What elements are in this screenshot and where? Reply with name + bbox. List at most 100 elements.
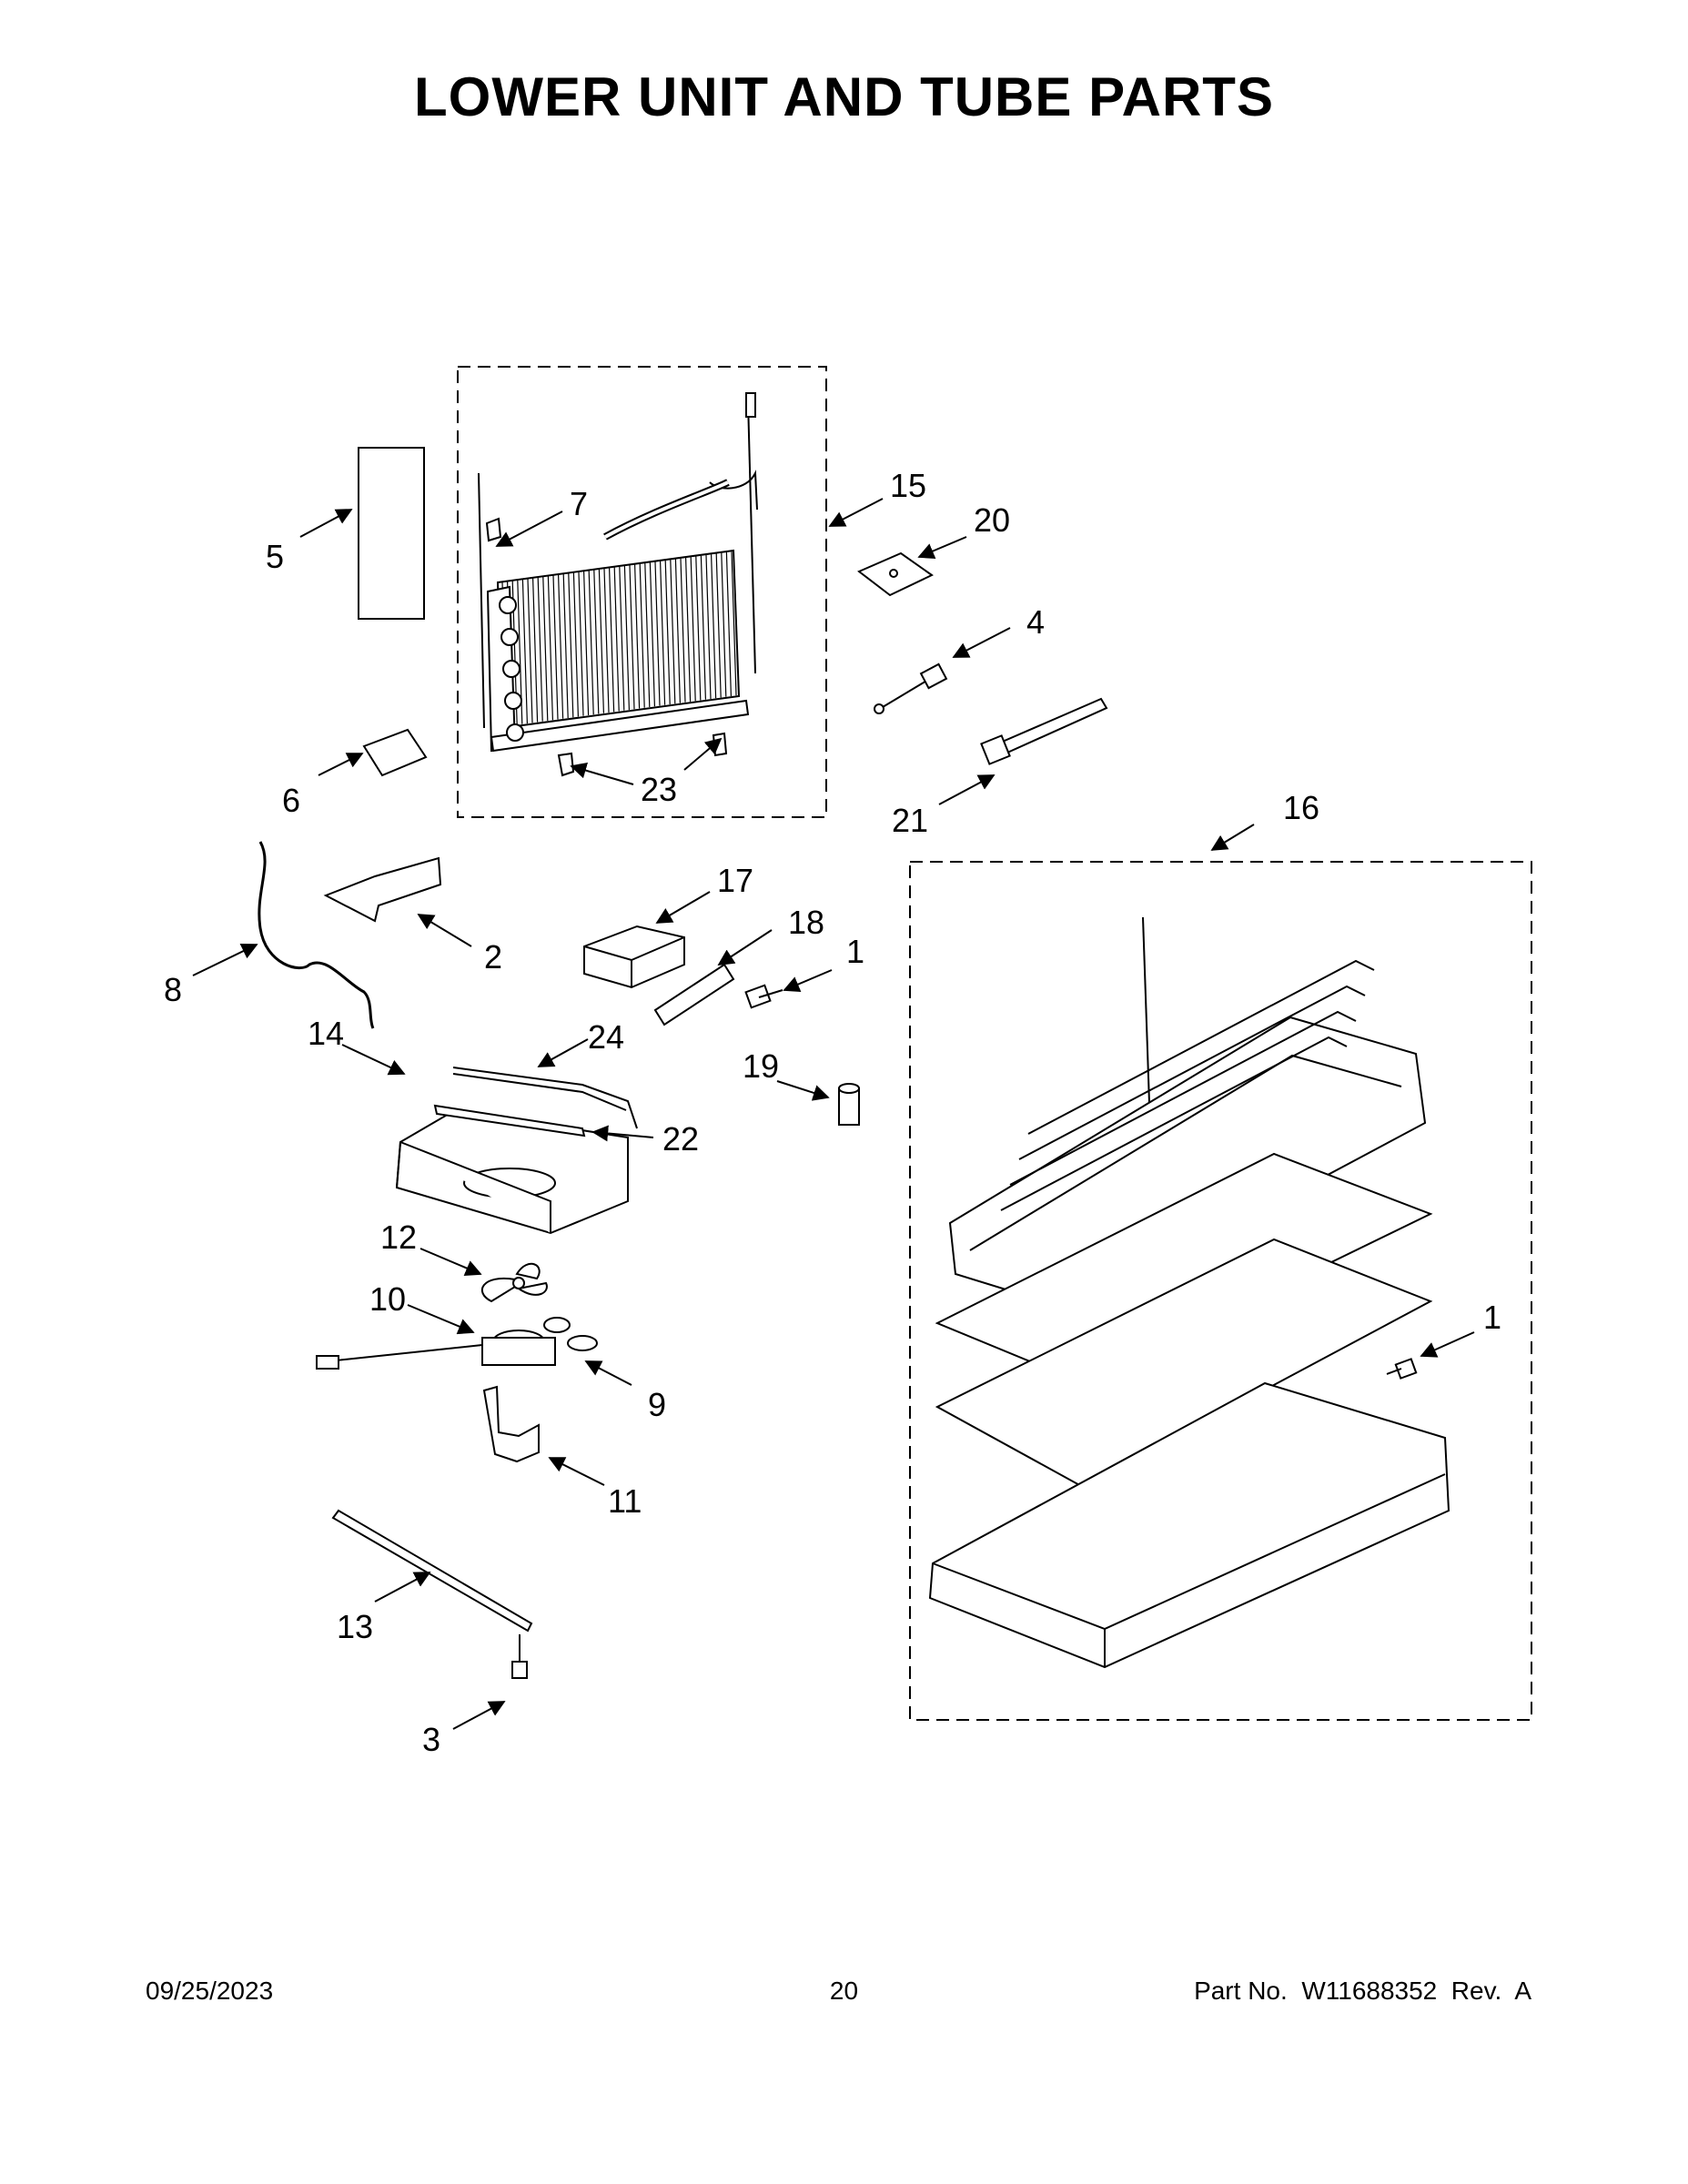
evaporator-tube [1009,1010,1357,1186]
condenser-fin [731,551,737,696]
condenser-fin [705,554,712,700]
condenser-fin [593,570,600,714]
callout-9: 9 [648,1386,666,1423]
condenser-fin [680,558,686,703]
part-7-clip [485,517,502,542]
condenser-fin [558,574,564,719]
part-2-cover [323,856,442,923]
callout-2: 2 [484,938,502,976]
condenser-fin [634,564,641,709]
condenser-fin [721,552,727,697]
part-12-fan-blade [480,1262,548,1303]
condenser-fin [547,576,553,721]
callout-24: 24 [588,1018,624,1056]
part-1-screw [744,984,783,1009]
part-5-insulation [358,447,425,620]
condenser-fin [572,572,579,717]
condenser-fin [654,561,661,706]
callout-16: 16 [1283,789,1319,826]
condenser-fin [583,571,590,716]
evaporator-tube [1000,1036,1348,1211]
part-11-bracket [482,1385,540,1463]
condenser-fin [598,569,604,713]
callout-6: 6 [282,782,300,819]
callout-15: 15 [890,467,926,504]
part-6-foam [362,728,428,777]
part-1-screw-pan [1386,1358,1418,1380]
condenser-fin [725,551,732,697]
condenser-fin [537,577,543,722]
condenser-fin [670,560,676,704]
callout-20: 20 [974,501,1010,539]
callout-labels: 1 1 2 3 4 5 6 7 8 9 10 11 12 13 14 15 16… [164,467,1501,1758]
condenser-fin [649,562,655,707]
condenser-fin [613,567,620,712]
condenser-fin [644,562,651,708]
part-19-cylinder [838,1083,860,1126]
callout-4: 4 [1026,603,1045,641]
part-8-harness [258,841,375,1029]
leader-arrows [192,498,1475,1730]
callout-23: 23 [641,771,677,808]
callout-3: 3 [422,1721,440,1758]
evaporator-tube [1018,985,1366,1160]
condenser-fin [629,565,635,710]
condenser-fin [527,579,533,723]
condenser-fin [695,556,702,701]
condenser-fin [568,573,574,718]
callout-5: 5 [266,538,284,575]
footer-page-number: 20 [829,1977,859,2005]
condenser-fin [711,554,717,699]
callout-7: 7 [570,485,588,522]
condenser-fin [532,578,539,723]
part-18-plate [653,963,735,1026]
callout-22: 22 [662,1120,699,1158]
condenser-fin [619,566,625,711]
condenser-fin [660,561,666,705]
callout-18: 18 [788,904,824,941]
callout-21: 21 [892,802,928,839]
condenser-group-box [457,366,827,818]
drain-pan-group-box [909,861,1532,1721]
condenser-fin [578,571,584,716]
part-16-drain-pan [928,916,1450,1669]
callout-10: 10 [369,1280,406,1318]
callout-19: 19 [743,1047,779,1085]
condenser-fin [685,557,692,703]
evaporator-tube [1027,959,1375,1135]
part-15-condenser [478,392,758,753]
part-17-bracket [583,925,685,989]
callout-8: 8 [164,971,182,1008]
condenser-fin [521,579,528,724]
condenser-fin [588,571,594,715]
part-14-fan-housing [395,1108,629,1235]
condenser-fin [664,560,671,705]
part-22-seal [433,1104,586,1138]
part-20-pad [857,551,934,597]
part-21-cable-tie [980,697,1108,765]
callout-14: 14 [308,1015,344,1052]
callout-13: 13 [337,1608,373,1645]
callout-11: 11 [608,1482,642,1520]
condenser-fin [609,568,615,713]
condenser-fin [603,568,610,713]
condenser-fin [700,555,706,700]
condenser-fin [690,557,696,702]
callout-1: 1 [846,933,864,970]
part-4-sensor [874,662,948,714]
condenser-fin [674,559,681,703]
callout-17: 17 [717,862,753,899]
callout-1-pan: 1 [1483,1299,1501,1336]
callout-12: 12 [380,1218,417,1256]
condenser-fin [715,553,722,698]
part-10-motor [316,1330,556,1370]
condenser-fin [562,573,569,719]
condenser-fin [623,565,630,711]
page-title: LOWER UNIT AND TUBE PARTS [414,66,1274,127]
part-9-motor-mount [543,1317,598,1351]
part-3-screw [511,1634,528,1679]
part-13-strip [331,1509,533,1633]
condenser-fin [552,575,559,720]
condenser-fin [639,563,645,708]
